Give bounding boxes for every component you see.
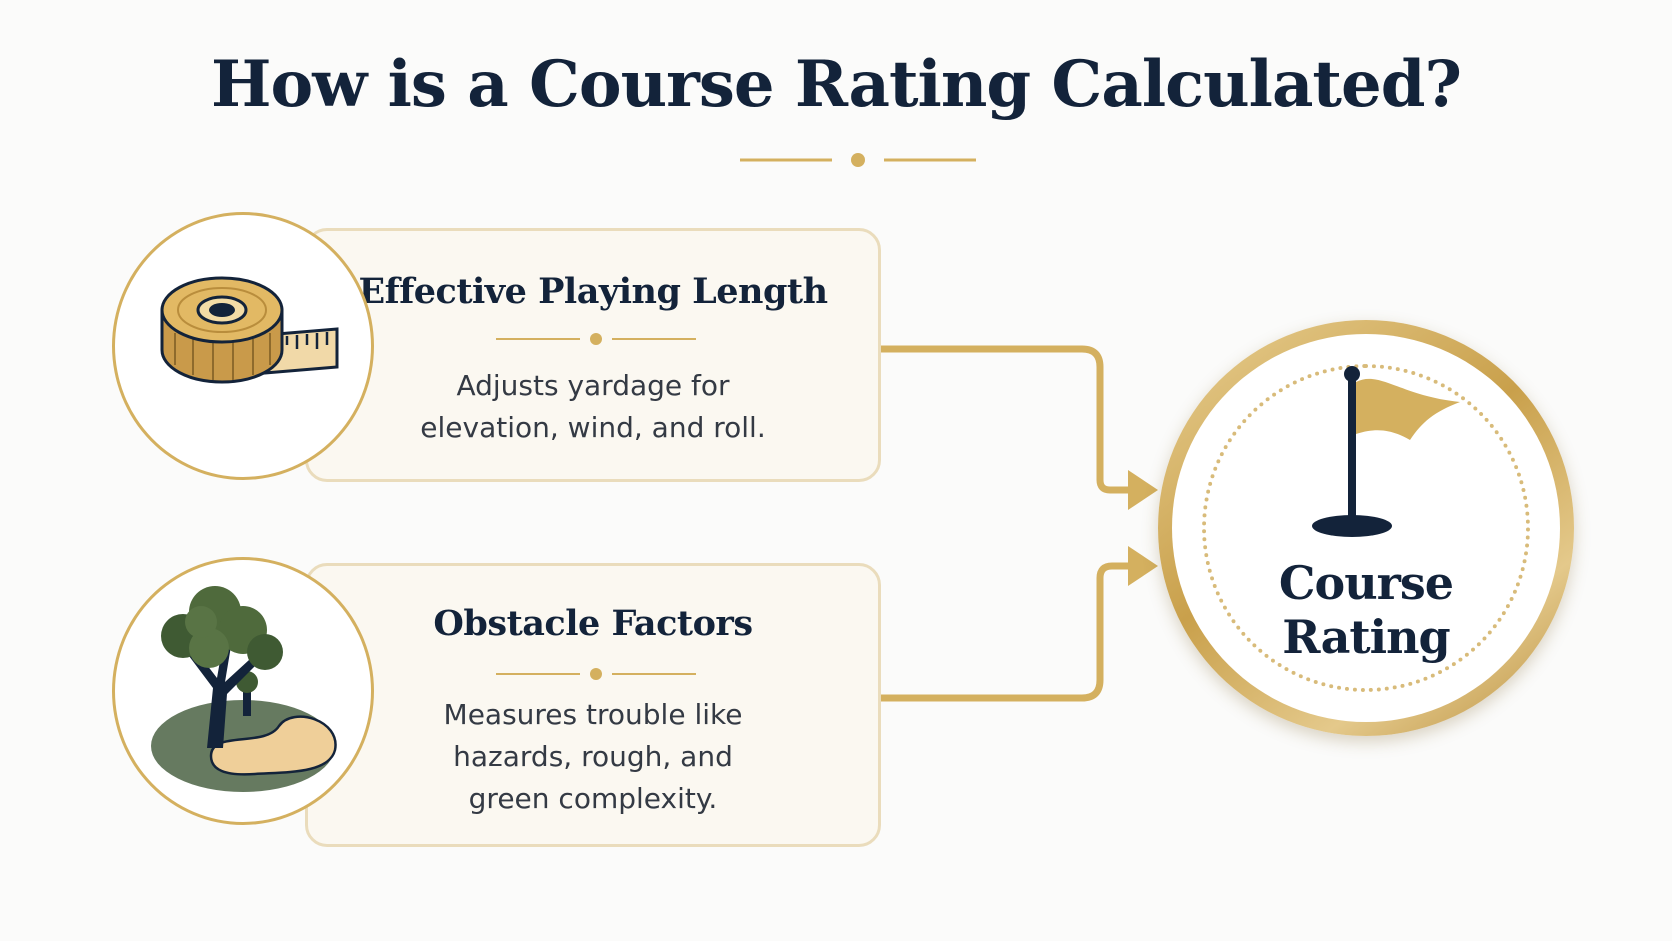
arrowhead-bottom bbox=[1128, 546, 1158, 586]
card-divider bbox=[496, 668, 696, 680]
description-line: elevation, wind, and roll. bbox=[420, 411, 766, 444]
factor-description: Measures trouble like hazards, rough, an… bbox=[308, 694, 878, 820]
badge-dotted-ring bbox=[1202, 364, 1530, 692]
page-title: How is a Course Rating Calculated? bbox=[211, 47, 1462, 122]
arrowhead-top bbox=[1128, 470, 1158, 510]
measuring-tape-icon bbox=[160, 276, 339, 384]
factor-title: Effective Playing Length bbox=[358, 271, 828, 312]
description-line: hazards, rough, and bbox=[453, 740, 733, 773]
factor-card-length: Effective Playing Length Adjusts yardage… bbox=[305, 228, 881, 482]
factor-title: Obstacle Factors bbox=[433, 603, 753, 644]
factor-card-obstacles: Obstacle Factors Measures trouble like h… bbox=[305, 563, 881, 847]
result-label-line: Rating bbox=[1282, 610, 1450, 664]
golf-flag-icon bbox=[1312, 366, 1460, 537]
connector-top bbox=[877, 345, 1134, 494]
description-line: green complexity. bbox=[468, 782, 718, 815]
icon-circle-length bbox=[112, 212, 374, 480]
result-label-line: Course bbox=[1278, 556, 1454, 610]
factor-description: Adjusts yardage for elevation, wind, and… bbox=[308, 365, 878, 449]
description-line: Measures trouble like bbox=[443, 698, 743, 731]
title-divider bbox=[740, 153, 976, 167]
icon-circle-obstacles bbox=[112, 557, 374, 825]
description-line: Adjusts yardage for bbox=[456, 369, 730, 402]
connector-bottom bbox=[877, 562, 1134, 702]
course-rating-label: Course Rating bbox=[1188, 556, 1544, 664]
card-divider bbox=[496, 333, 696, 345]
tree-and-bunker-icon bbox=[151, 586, 337, 792]
